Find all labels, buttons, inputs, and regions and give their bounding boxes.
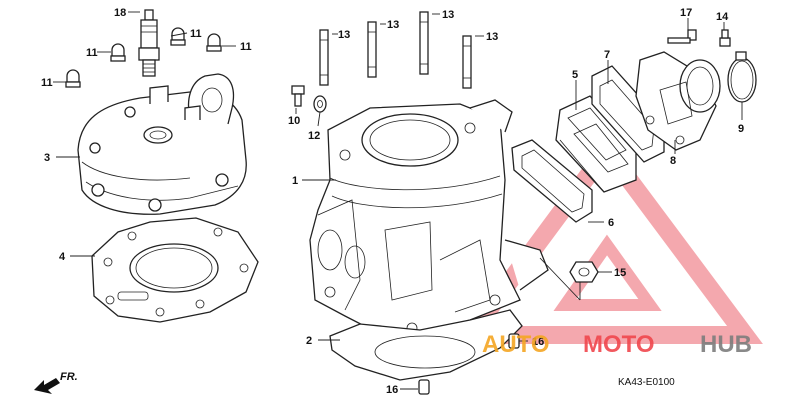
front-label: FR. (60, 371, 78, 383)
drawing-code: KA43-E0100 (618, 377, 675, 388)
watermark-hub: HUB (700, 331, 752, 358)
intake-insulator (591, 65, 665, 163)
callout-11: 11 (240, 41, 252, 53)
cap-nut (206, 33, 222, 52)
callout-7: 7 (604, 49, 610, 61)
callout-13: 13 (387, 19, 399, 31)
watermark-wordmark: AUTO MOTO HUB (482, 331, 752, 358)
callout-11: 11 (190, 28, 202, 40)
callout-8: 8 (670, 155, 676, 167)
nut (569, 261, 599, 283)
stud-bolt (462, 35, 472, 89)
callout-9: 9 (738, 123, 744, 135)
callout-13: 13 (442, 9, 454, 21)
callout-11: 11 (86, 47, 98, 59)
cylinder-head (77, 73, 247, 215)
flange-bolt (667, 29, 697, 44)
callout-labels: 18 11 11 11 11 3 4 1 2 13 13 13 13 10 12… (41, 7, 744, 396)
stud-bolt (419, 11, 429, 75)
cap-nut (65, 69, 81, 88)
callout-2: 2 (306, 335, 312, 347)
dowel-pin (418, 379, 430, 395)
head-gasket (91, 217, 259, 323)
washer (313, 95, 327, 113)
callout-3: 3 (44, 152, 50, 164)
callout-14: 14 (716, 11, 729, 23)
callout-4: 4 (59, 251, 66, 263)
callout-11: 11 (41, 77, 53, 89)
stud-bolt (319, 29, 329, 86)
callout-16: 16 (532, 336, 544, 348)
reed-valve (555, 95, 637, 193)
cap-nut (110, 43, 126, 62)
stud-bolt (367, 21, 377, 78)
callout-13: 13 (338, 29, 350, 41)
callout-18: 18 (114, 7, 126, 19)
front-direction-arrow: FR. (34, 371, 78, 394)
callout-16: 16 (386, 384, 398, 396)
reed-valve-gasket (511, 139, 593, 223)
hose-clamp (727, 51, 757, 103)
leader-lines (53, 11, 743, 390)
cylinder (309, 99, 549, 339)
callout-6: 6 (608, 217, 614, 229)
bolt (291, 85, 305, 107)
cap-nut (170, 27, 186, 46)
callout-12: 12 (308, 130, 320, 142)
callout-13: 13 (486, 31, 498, 43)
callout-17: 17 (680, 7, 692, 19)
callout-5: 5 (572, 69, 578, 81)
intake-manifold (635, 51, 721, 151)
callout-1: 1 (292, 175, 298, 187)
screw (719, 29, 731, 47)
watermark-moto: MOTO (583, 331, 655, 358)
watermark-auto: AUTO (482, 331, 550, 358)
callout-15: 15 (614, 267, 626, 279)
callout-10: 10 (288, 115, 300, 127)
spark-plug (138, 9, 160, 77)
